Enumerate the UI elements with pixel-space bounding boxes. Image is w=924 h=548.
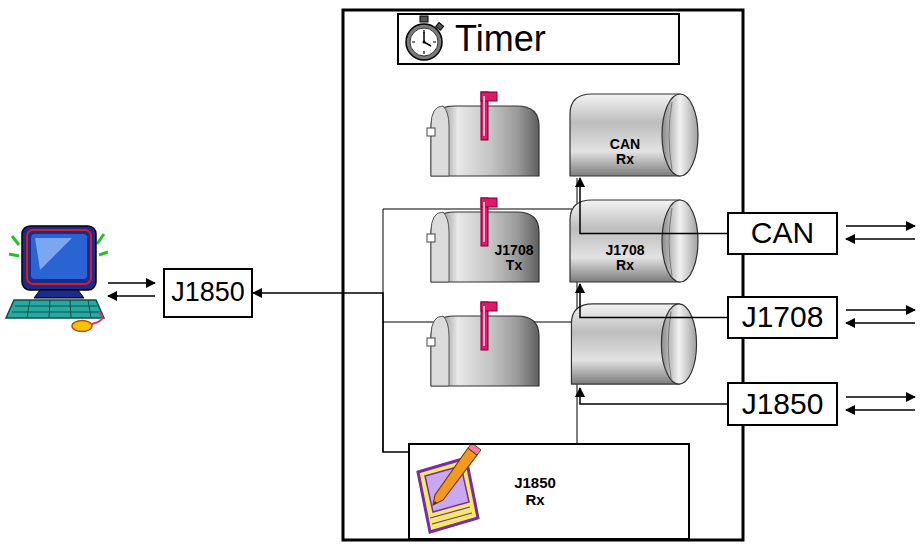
mailbox-outline (425, 196, 545, 284)
text-holder: J1850 (729, 384, 836, 424)
rx-mailbox: CAN Rx (568, 90, 700, 178)
text-holder: Timer (455, 15, 678, 63)
text-holder: J1708 Tx (489, 236, 539, 280)
bus-box: J1850 (727, 382, 838, 426)
text-holder: CAN (729, 214, 836, 253)
stopwatch-icon (406, 16, 444, 60)
text-holder: J1850 (165, 270, 251, 316)
mailbox-label: CAN Rx (610, 137, 640, 168)
mailbox-label: J1708 Tx (495, 243, 534, 274)
text-holder: J1850 Rx (480, 445, 590, 538)
bus-box: J1850 (163, 268, 253, 318)
box-label: J1850 (171, 277, 245, 308)
text-holder: J1708 Rx (590, 236, 660, 280)
connector-arrow (253, 293, 408, 452)
mailbox (427, 92, 539, 176)
notepad-icon (418, 443, 481, 532)
box-label: Timer (455, 18, 546, 59)
bus-box: CAN (727, 212, 838, 255)
box-label: J1850 (742, 387, 824, 422)
text-holder: CAN Rx (590, 130, 660, 174)
mailbox-outline (568, 196, 700, 284)
gateway-frame (343, 10, 743, 540)
bus-lines (383, 178, 577, 452)
rx-log-box: J1850 Rx (408, 443, 690, 540)
mailbox-label: J1850 Rx (514, 475, 556, 508)
connector-arrow (580, 284, 727, 318)
computer-icon (6, 226, 108, 332)
rx-mailbox: J1708 Rx (568, 196, 700, 284)
bus-box: J1708 (727, 296, 838, 339)
tx-mailbox: J1708 Tx (425, 196, 545, 284)
box-label: J1708 (742, 300, 824, 335)
timer-box: Timer (397, 13, 680, 65)
mailbox (571, 304, 696, 384)
text-holder: J1708 (729, 298, 836, 337)
mailbox-outline (568, 90, 700, 178)
mailbox-label: J1708 Rx (606, 243, 645, 274)
mailbox (427, 302, 539, 386)
box-label: CAN (751, 216, 814, 251)
